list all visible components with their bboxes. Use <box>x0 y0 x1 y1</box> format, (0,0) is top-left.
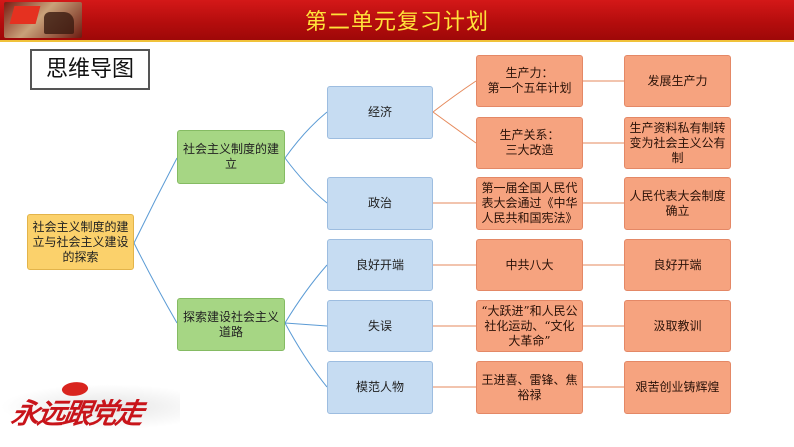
connector-economy-detail2 <box>432 111 477 144</box>
figures-silhouette <box>44 12 74 34</box>
detail-node-productivity: 生产力： 第一个五年计划 <box>476 55 583 107</box>
detail-node-eighth-congress: 中共八大 <box>476 239 583 291</box>
topic-node-mistakes: 失误 <box>327 300 433 352</box>
slogan-calligraphy: 永远跟党走 <box>8 397 145 430</box>
header-divider <box>0 40 794 42</box>
brush-stroke-decoration <box>0 384 180 430</box>
header-banner: 第二单元复习计划 <box>0 0 794 40</box>
detail-node-role-models: 王进喜、雷锋、焦裕禄 <box>476 361 583 414</box>
connector-root-branch2 <box>133 242 178 324</box>
result-node-npc-system: 人民代表大会制度确立 <box>624 177 731 230</box>
topic-node-good-start: 良好开端 <box>327 239 433 291</box>
result-node-public-ownership: 生产资料私有制转变为社会主义公有制 <box>624 117 731 169</box>
connector-branch1-economy <box>284 111 328 159</box>
branch-node-establish: 社会主义制度的建立 <box>177 130 285 184</box>
topic-node-economy: 经济 <box>327 86 433 139</box>
result-node-lessons: 汲取教训 <box>624 300 731 352</box>
detail-node-constitution: 第一届全国人民代表大会通过《中华人民共和国宪法》 <box>476 177 583 230</box>
detail-node-relations: 生产关系： 三大改造 <box>476 117 583 169</box>
connector-branch2-start <box>284 264 328 324</box>
header-artwork <box>4 2 82 38</box>
page-title: 第二单元复习计划 <box>304 10 489 35</box>
detail-node-great-leap: “大跃进”和人民公社化运动、“文化大革命” <box>476 300 583 352</box>
topic-node-politics: 政治 <box>327 177 433 230</box>
connector-branch2-models <box>284 322 328 388</box>
branch-node-explore: 探索建设社会主义道路 <box>177 298 285 351</box>
connector-branch2-mistake <box>284 322 328 327</box>
result-node-develop-productivity: 发展生产力 <box>624 55 731 107</box>
connector-root-branch1 <box>133 157 178 244</box>
result-node-good-start: 良好开端 <box>624 239 731 291</box>
root-node: 社会主义制度的建立与社会主义建设的探索 <box>27 214 134 270</box>
topic-node-role-models: 模范人物 <box>327 361 433 414</box>
connector-branch1-politics <box>284 157 328 204</box>
result-node-hard-work: 艰苦创业铸辉煌 <box>624 361 731 414</box>
mind-map-label: 思维导图 <box>30 49 150 90</box>
connector-economy-detail1 <box>432 80 477 113</box>
